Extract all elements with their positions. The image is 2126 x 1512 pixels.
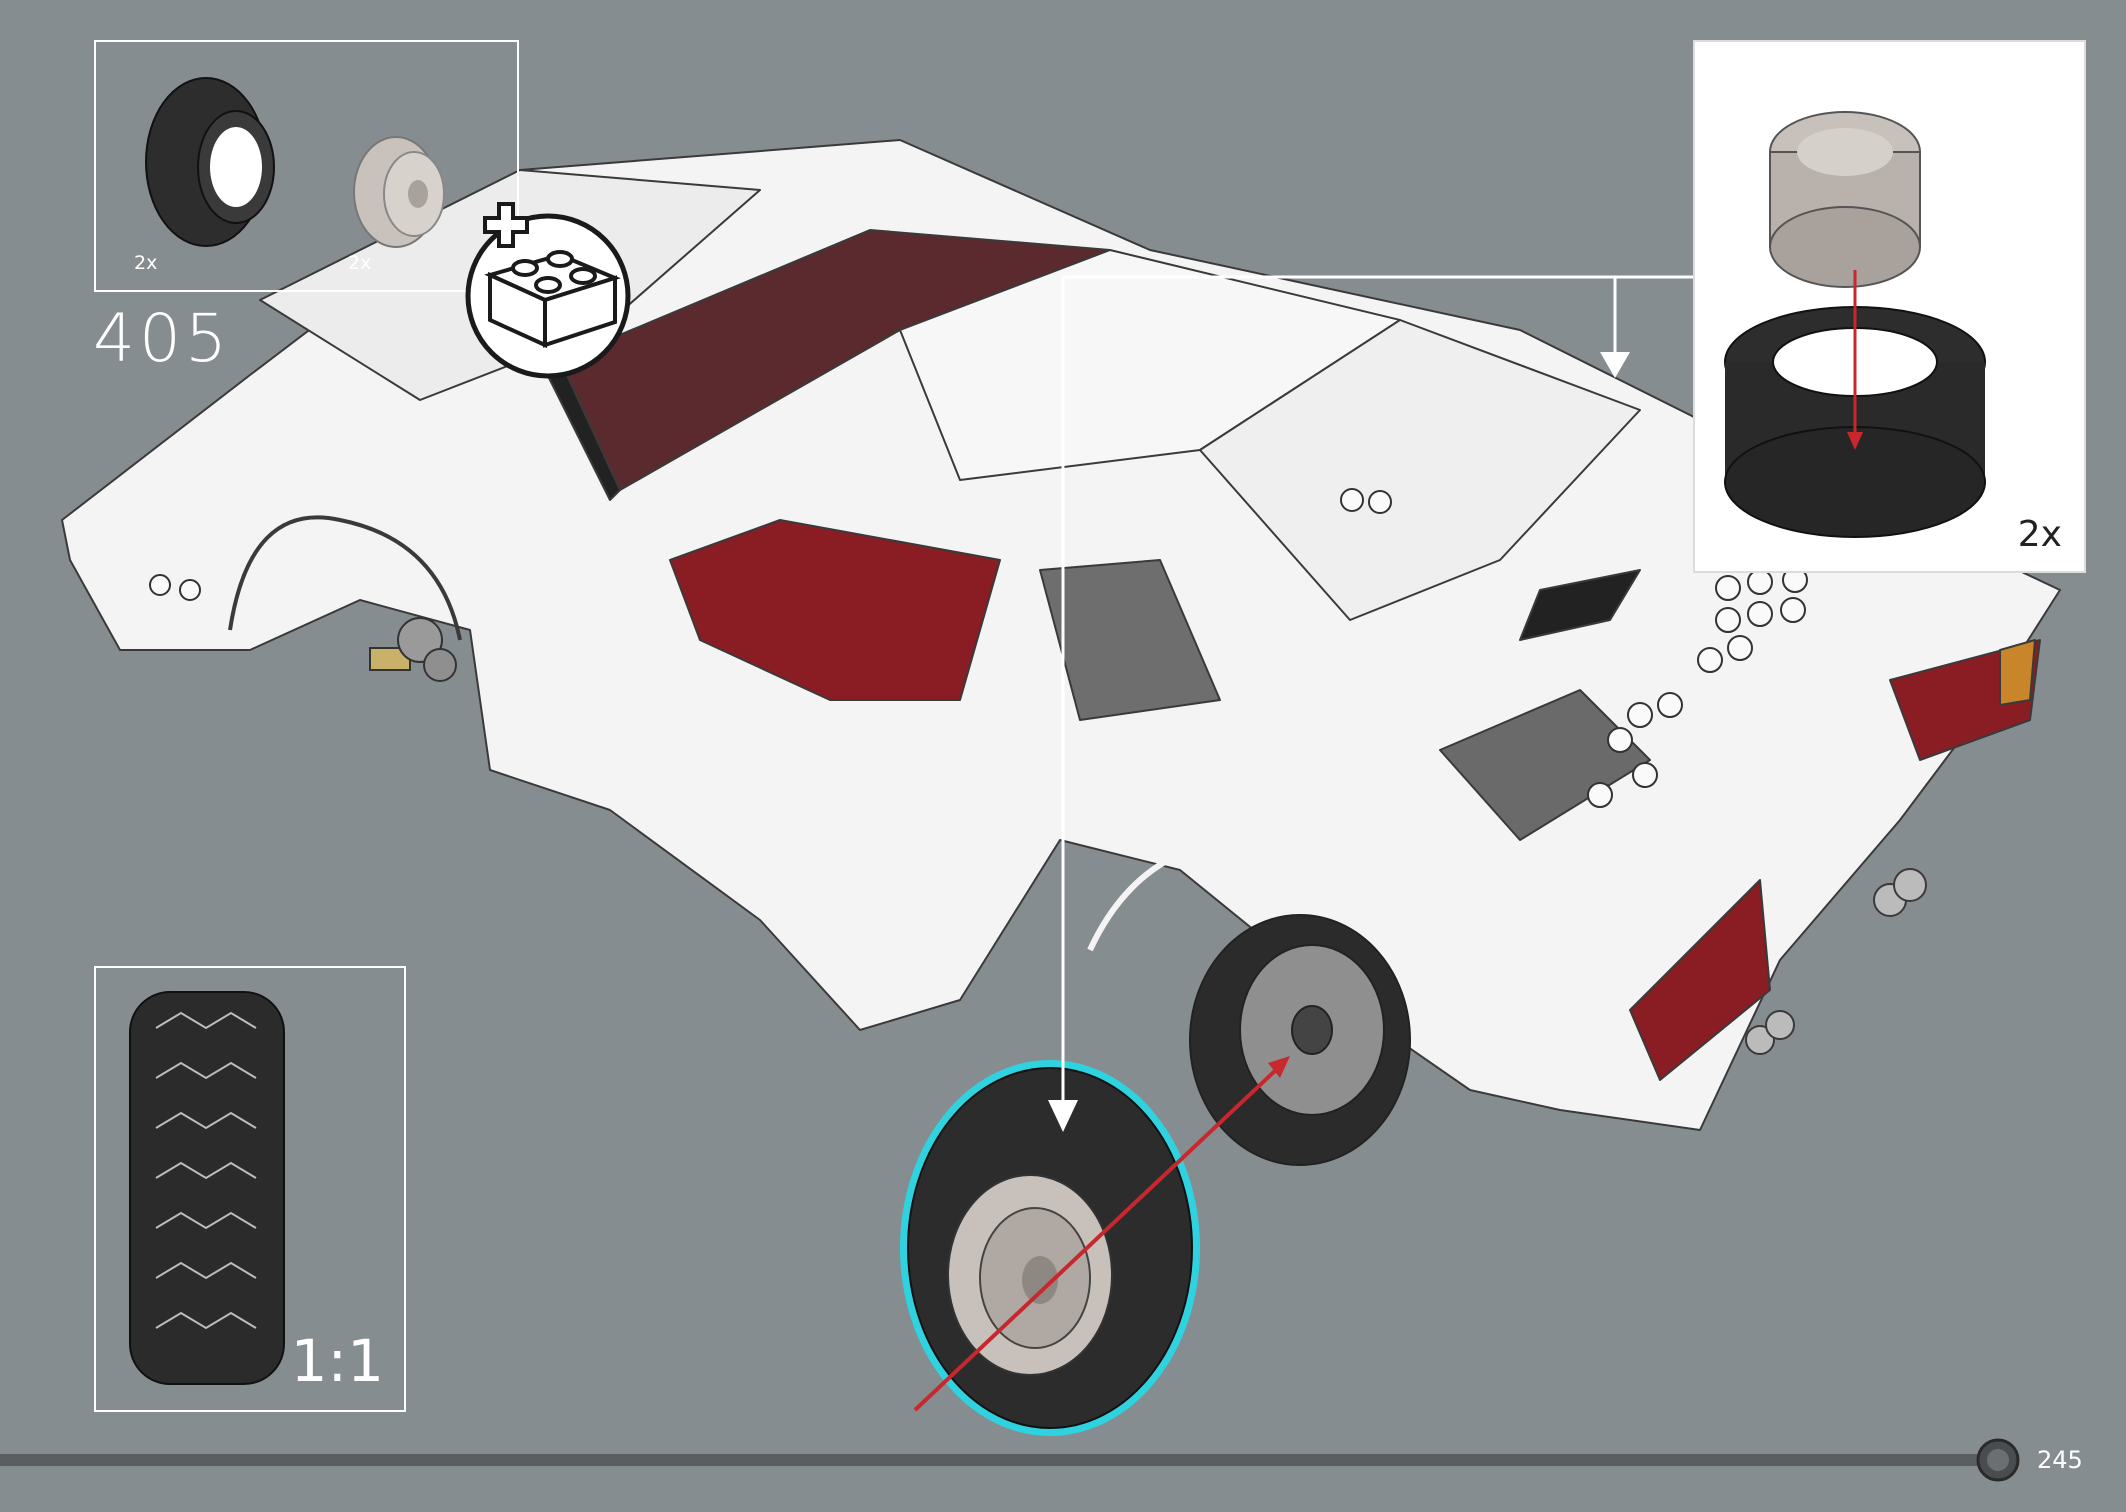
subassembly-callout: 2x (1693, 40, 2086, 573)
step-number: 405 (93, 300, 231, 377)
wheel-to-attach (900, 1060, 1200, 1436)
studs (149, 488, 1808, 808)
arrowheads (1048, 352, 1630, 1132)
car-body (61, 139, 2061, 1131)
tire-scale-icon (129, 991, 285, 1385)
tire-quantity: 2x (134, 252, 158, 274)
subassembly-quantity: 2x (2017, 514, 2062, 555)
tire-icon (145, 77, 275, 247)
mounted-wheel (1189, 914, 1411, 1166)
front-axle (369, 617, 457, 682)
page-number: 245 (2037, 1446, 2083, 1474)
scale-box: 1:1 (94, 966, 406, 1412)
insert-arrow-icon (1847, 270, 1863, 450)
insert-arrow (913, 1066, 1280, 1412)
parts-callout: 2x 2x (94, 40, 519, 292)
rim-quantity: 2x (348, 252, 372, 274)
rim-icon (353, 136, 445, 248)
rim-icon (1769, 111, 1921, 288)
progress-bar (0, 1454, 1990, 1466)
scale-label: 1:1 (290, 1327, 384, 1395)
guide-arrows (1061, 275, 1695, 1115)
